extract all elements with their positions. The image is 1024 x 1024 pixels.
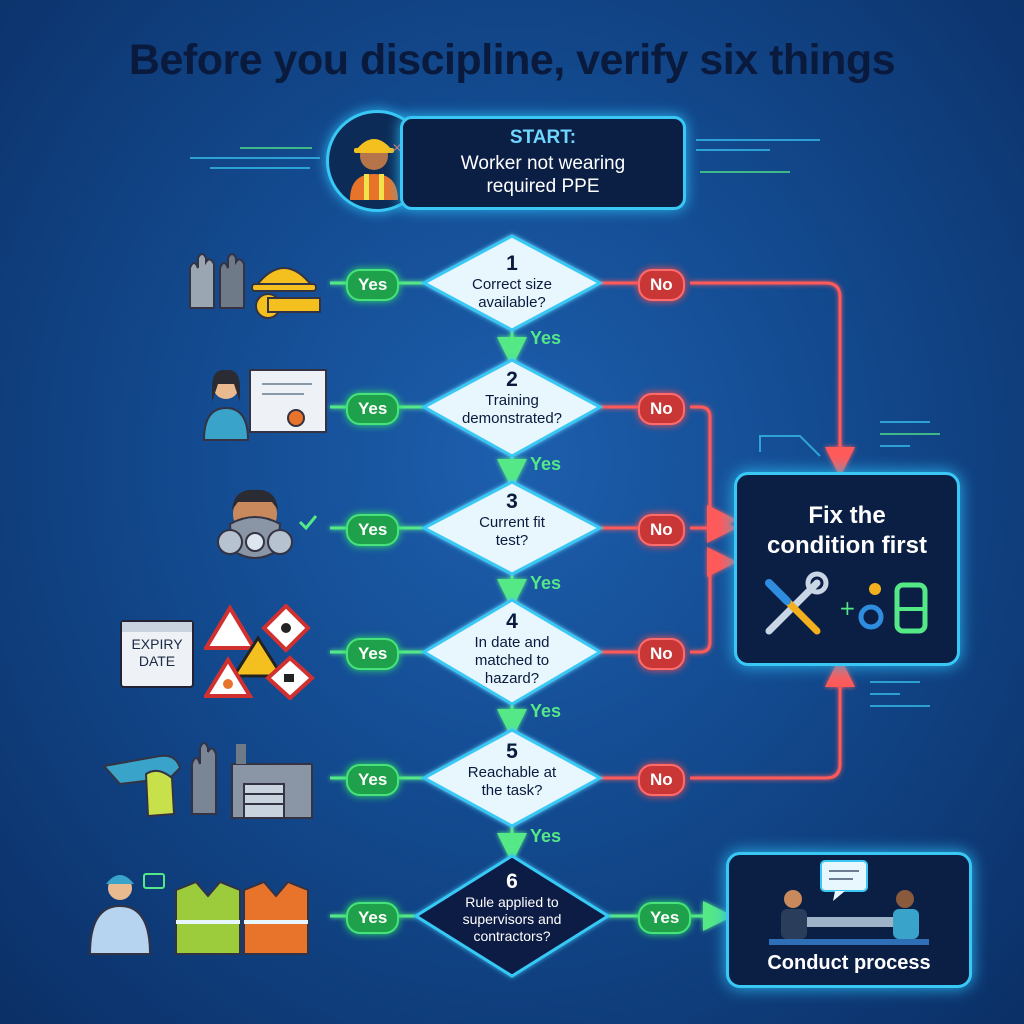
yes-pill-left-1: Yes (346, 269, 400, 301)
trainee-certificate-icon (202, 369, 327, 441)
decision-number-2: 2 (506, 368, 518, 391)
svg-text:+: + (839, 596, 856, 620)
yes-label-down-3: Yes (530, 573, 562, 593)
no-pill-3: No (638, 514, 685, 546)
yes-pill-left-4: Yes (346, 638, 400, 670)
no-connector-5 (600, 672, 840, 780)
decision-6: 6 Rule applied to supervisors and contra… (422, 870, 602, 946)
page-title: Before you discipline, verify six things (128, 36, 896, 84)
tools-icon: + (765, 571, 928, 635)
respirator-mask-icon (217, 489, 318, 559)
decision-diamond-2 (420, 358, 604, 458)
no-pill-1: No (638, 269, 685, 301)
start-text: Worker not wearing required PPE (460, 153, 626, 197)
yes-label-down-5: Yes (530, 826, 562, 846)
yes-pill-left-3: Yes (346, 514, 400, 546)
worker-hardhat-icon: ✕ (350, 139, 402, 200)
yes-label-down-2: Yes (530, 454, 562, 474)
decision-diamond-6 (413, 854, 611, 978)
no-pill-5: No (638, 764, 685, 796)
decision-4: 4 In date and matched to hazard? (422, 610, 602, 688)
decision-number-3: 3 (506, 490, 518, 513)
svg-text:✕: ✕ (392, 141, 402, 155)
decision-number-1: 1 (506, 252, 518, 275)
decision-2: 2 Training demonstrated? (422, 368, 602, 428)
yes-pill-right-6: Yes (638, 902, 692, 934)
worker-vests-icon (88, 873, 309, 955)
yes-pill-left-2: Yes (346, 393, 400, 425)
decision-diamond-1 (420, 234, 604, 332)
decision-5: 5 Reachable at the task? (422, 740, 602, 800)
start-label: START: (509, 127, 577, 148)
decision-diamond-5 (420, 728, 604, 828)
decision-question-3: Current fit test? (479, 514, 545, 549)
no-connector-4 (600, 562, 722, 654)
decision-diamond-4 (421, 598, 603, 706)
expiry-date-icon: EXPIRY DATE (120, 620, 194, 688)
hazard-signs-icon (204, 604, 315, 700)
gloves-hardhat-tape-icon (189, 253, 321, 319)
hand-glove-workshop-icon (102, 742, 313, 819)
decision-number-5: 5 (506, 740, 518, 763)
decision-number-6: 6 (506, 870, 518, 893)
fix-condition-node: Fix the condition first + (734, 472, 960, 666)
conduct-process-text: Conduct process (767, 952, 931, 974)
no-connector-1 (600, 281, 840, 462)
start-node: START: Worker not wearing required PPE (400, 116, 686, 210)
decision-1: 1 Correct size available? (422, 252, 602, 312)
decision-number-4: 4 (506, 610, 518, 633)
decision-question-1: Correct size available? (471, 276, 553, 311)
decision-3: 3 Current fit test? (422, 490, 602, 550)
yes-label-down-1: Yes (530, 328, 562, 348)
yes-pill-left-5: Yes (346, 764, 400, 796)
no-pill-2: No (638, 393, 685, 425)
fix-condition-text: Fix the condition first (767, 502, 927, 559)
yes-label-down-4: Yes (530, 701, 562, 721)
no-pill-4: No (638, 638, 685, 670)
decision-question-6: Rule applied to supervisors and contract… (462, 894, 562, 944)
yes-pill-left-6: Yes (346, 902, 400, 934)
conversation-icon (769, 860, 929, 945)
decision-question-2: Training demonstrated? (461, 392, 563, 427)
decision-question-5: Reachable at the task? (467, 764, 557, 799)
conduct-process-node: Conduct process (726, 852, 972, 988)
decision-question-4: In date and matched to hazard? (474, 634, 550, 687)
decision-diamond-3 (420, 480, 604, 576)
no-connector-2 (600, 405, 722, 520)
